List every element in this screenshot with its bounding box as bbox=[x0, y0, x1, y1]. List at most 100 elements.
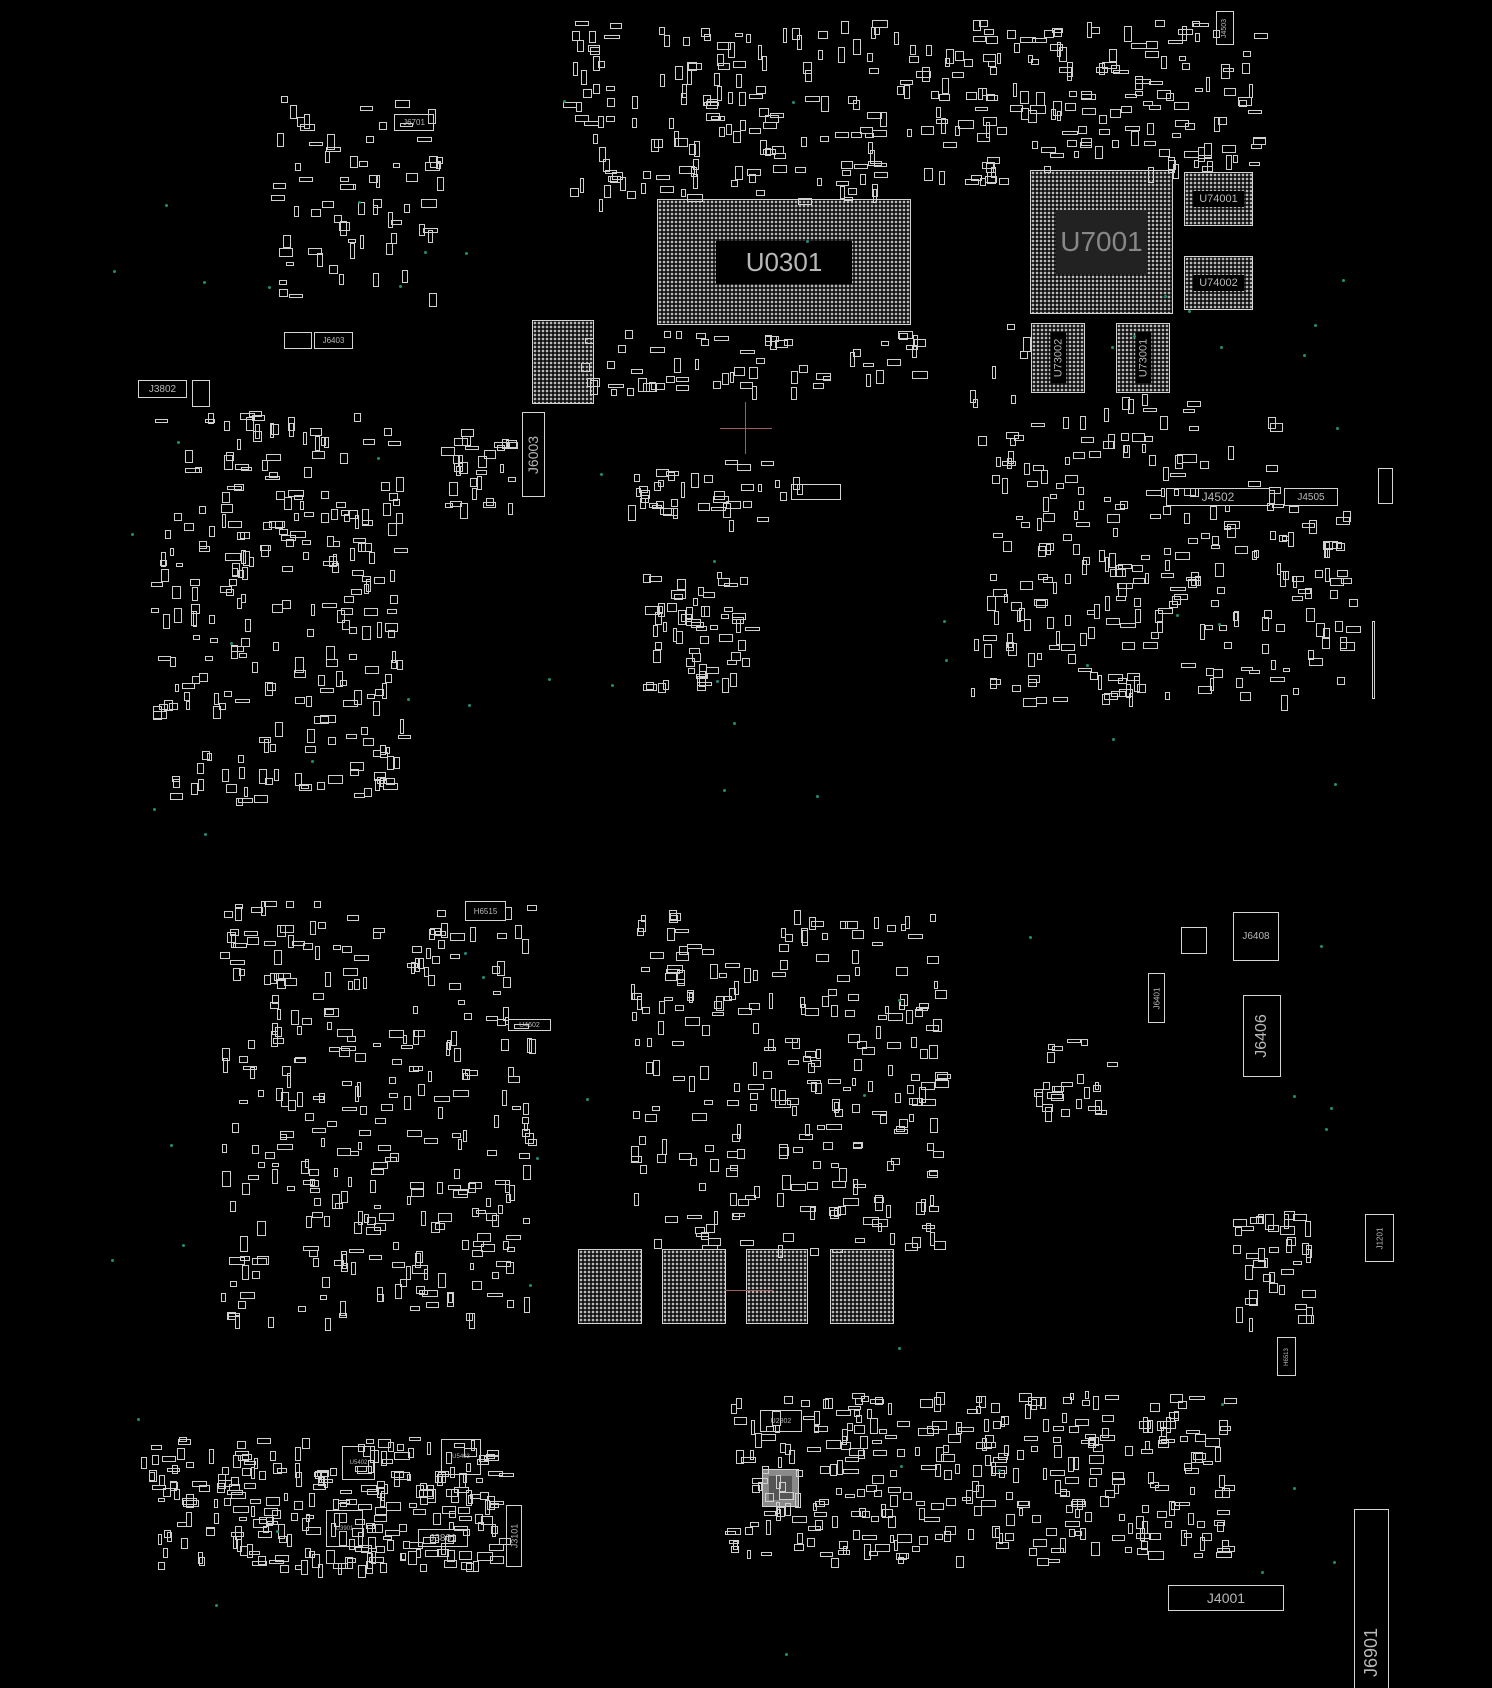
pad bbox=[297, 117, 305, 127]
component-memory-1[interactable] bbox=[578, 1249, 642, 1324]
pad bbox=[321, 513, 329, 524]
component-j6408[interactable]: J6408 bbox=[1233, 912, 1279, 961]
component-j6401[interactable]: J6401 bbox=[1148, 973, 1165, 1023]
pad bbox=[375, 1546, 386, 1553]
pad bbox=[407, 963, 418, 968]
via bbox=[862, 1093, 866, 1097]
pad bbox=[865, 374, 871, 387]
component-j4503[interactable]: J4503 bbox=[1216, 11, 1234, 45]
pad bbox=[1117, 583, 1127, 597]
pad bbox=[1068, 1426, 1079, 1433]
component-j1201[interactable]: J1201 bbox=[1365, 1214, 1394, 1262]
pad bbox=[469, 926, 476, 942]
pad bbox=[1146, 489, 1163, 496]
component-j6406[interactable]: J6406 bbox=[1243, 995, 1281, 1077]
component-box[interactable] bbox=[1378, 468, 1393, 504]
pad bbox=[1012, 685, 1021, 692]
component-j4001[interactable]: J4001 bbox=[1168, 1585, 1284, 1611]
component-j4502[interactable]: J4502 bbox=[1166, 488, 1270, 506]
component-box[interactable] bbox=[1181, 927, 1207, 954]
pad bbox=[641, 494, 650, 504]
component-u73002[interactable]: U73002 bbox=[1031, 323, 1085, 393]
pad bbox=[657, 1153, 666, 1163]
component-memory-2[interactable] bbox=[662, 1249, 726, 1324]
pad bbox=[1008, 642, 1017, 657]
pad bbox=[356, 1081, 362, 1097]
pad bbox=[281, 599, 291, 610]
component-j6701[interactable]: J6701 bbox=[394, 114, 434, 131]
component-u73001[interactable]: U73001 bbox=[1116, 323, 1170, 393]
component-box[interactable] bbox=[284, 332, 312, 349]
pad bbox=[1054, 1085, 1064, 1092]
pad bbox=[603, 185, 611, 199]
component-h6513[interactable]: H6513 bbox=[1277, 1337, 1296, 1376]
pad bbox=[763, 121, 777, 130]
pad bbox=[1249, 1317, 1254, 1332]
pad bbox=[869, 149, 875, 164]
component-u5403[interactable]: U5403 bbox=[441, 1439, 481, 1475]
pad bbox=[1348, 599, 1358, 608]
component-j4505[interactable]: J4505 bbox=[1284, 488, 1338, 506]
pad bbox=[506, 1194, 511, 1204]
pad bbox=[1061, 1081, 1073, 1087]
pad bbox=[1061, 1109, 1071, 1117]
pad bbox=[319, 1294, 327, 1300]
pad bbox=[958, 1426, 974, 1432]
pad bbox=[160, 569, 170, 583]
component-j3801[interactable]: J3801 bbox=[418, 1529, 468, 1547]
via bbox=[898, 999, 902, 1003]
pad bbox=[246, 937, 259, 945]
component-u7001[interactable]: U7001 bbox=[1030, 170, 1173, 314]
component-box[interactable] bbox=[192, 380, 210, 407]
pad bbox=[998, 1533, 1004, 1544]
component-box[interactable] bbox=[791, 484, 841, 500]
pad bbox=[360, 106, 374, 112]
pad bbox=[863, 1544, 871, 1560]
pad bbox=[354, 413, 362, 422]
pad bbox=[1270, 677, 1285, 683]
pad bbox=[328, 1046, 340, 1052]
pad bbox=[970, 390, 977, 404]
component-memory-3[interactable] bbox=[746, 1249, 808, 1324]
pad bbox=[1069, 1529, 1075, 1538]
component-u0301[interactable]: U0301 bbox=[657, 199, 911, 325]
pad bbox=[730, 652, 742, 661]
pad bbox=[312, 451, 325, 459]
component-j3802[interactable]: J3802 bbox=[138, 380, 187, 398]
component-small-bga[interactable] bbox=[532, 320, 594, 404]
component-j6003[interactable]: J6003 bbox=[522, 412, 545, 497]
pad bbox=[491, 1215, 499, 1228]
component-j3101[interactable]: J3101 bbox=[506, 1505, 522, 1567]
pad bbox=[752, 1477, 768, 1485]
pad bbox=[1054, 28, 1063, 37]
component-j6901[interactable]: J6901 bbox=[1354, 1509, 1389, 1688]
pad bbox=[1214, 1520, 1226, 1526]
pad bbox=[981, 88, 988, 97]
pad bbox=[887, 1515, 896, 1528]
pad bbox=[926, 44, 932, 56]
pad bbox=[704, 1099, 714, 1105]
pad bbox=[851, 1077, 856, 1086]
pad bbox=[305, 1216, 312, 1228]
pad bbox=[240, 1545, 249, 1557]
component-h6515[interactable]: H6515 bbox=[465, 901, 506, 921]
pad bbox=[297, 1306, 307, 1312]
pad bbox=[873, 171, 889, 179]
component-u74001[interactable]: U74001 bbox=[1184, 172, 1253, 226]
pad bbox=[714, 1210, 719, 1225]
pad bbox=[794, 1544, 805, 1551]
pad bbox=[425, 1550, 439, 1557]
component-u74002[interactable]: U74002 bbox=[1184, 256, 1253, 310]
component-u2802[interactable]: U2802 bbox=[760, 1410, 802, 1432]
pad bbox=[234, 1314, 241, 1330]
pad bbox=[1145, 436, 1153, 443]
pad bbox=[866, 1409, 873, 1420]
component-memory-4[interactable] bbox=[830, 1249, 894, 1324]
component-j6403[interactable]: J6403 bbox=[314, 332, 353, 349]
pad bbox=[973, 639, 979, 652]
pad bbox=[1092, 1443, 1104, 1453]
pad bbox=[397, 735, 411, 740]
via bbox=[997, 1468, 1001, 1472]
pad bbox=[333, 1167, 339, 1177]
